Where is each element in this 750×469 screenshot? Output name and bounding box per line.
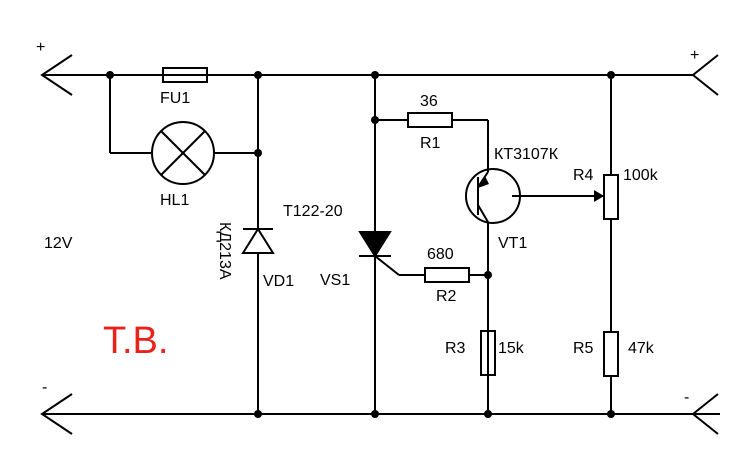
r2-ref-label: R2 [436,288,457,305]
resistor-r3 [480,330,496,376]
diode-vd1 [241,75,275,414]
vs1-type-label: T122-20 [283,203,343,220]
author-initials: Т.В. [103,320,168,362]
r1-value-label: 36 [420,93,438,110]
junction-dots [106,71,615,418]
r2-value-label: 680 [427,246,454,263]
r4-wiper-arrow [594,190,604,202]
thyristor-vs1 [358,75,425,414]
lamp-hl1 [109,75,258,185]
fu1-ref-label: FU1 [160,90,190,107]
right-plus-terminal-arrow [691,54,719,96]
r5-value-label: 47k [628,340,655,357]
resistor-r2 [424,267,488,283]
vd1-ref-label: VD1 [263,273,294,290]
vd1-type-label: КД213А [216,222,233,280]
vt1-type-label: КТ3107К [494,146,559,163]
hl1-ref-label: HL1 [160,192,189,209]
vt1-emitter-arrow [478,176,489,188]
r3-ref-label: R3 [445,340,466,357]
right-minus-terminal-arrow [691,393,719,435]
right-plus-sign: + [690,47,699,64]
left-minus-sign: - [42,379,47,396]
resistor-r1 [375,112,489,167]
fuse-fu1 [162,67,208,83]
r4-value-label: 100k [623,167,659,184]
potentiometer-r4 [594,75,619,332]
supply-voltage-label: 12V [44,235,73,252]
transistor-vt1 [465,167,603,414]
left-plus-sign: + [36,39,45,56]
left-minus-terminal-arrow [40,393,73,435]
resistor-r5 [603,331,619,414]
vs1-ref-label: VS1 [320,272,350,289]
vt1-ref-label: VT1 [498,235,527,252]
r4-ref-label: R4 [573,167,594,184]
r1-ref-label: R1 [420,135,441,152]
right-minus-sign: - [684,389,689,406]
r5-ref-label: R5 [573,340,594,357]
left-plus-terminal-arrow [40,54,73,96]
r3-value-label: 15k [498,340,525,357]
